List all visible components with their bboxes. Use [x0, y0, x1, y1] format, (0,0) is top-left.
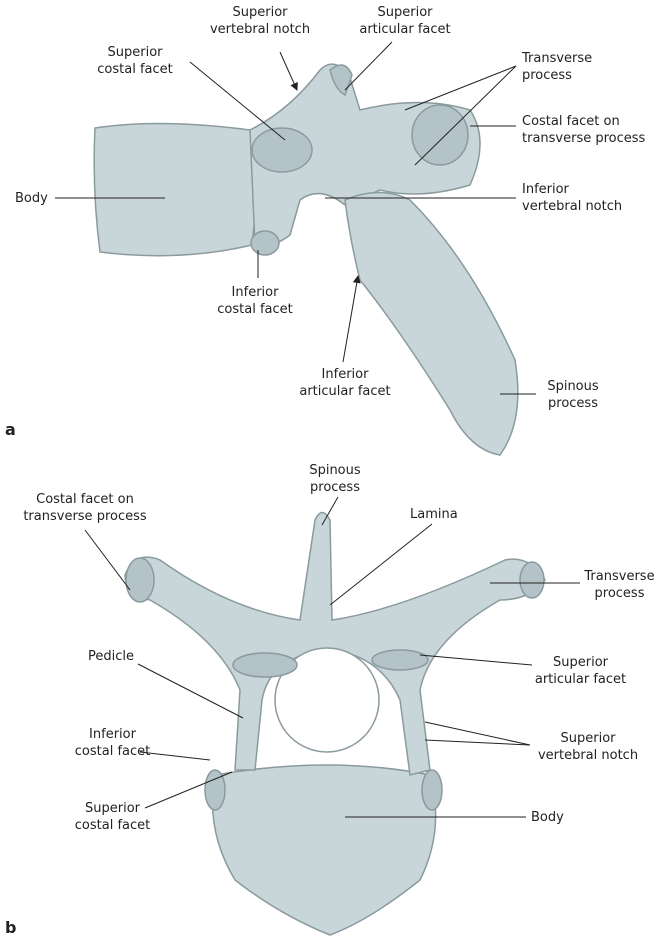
label-a-spinous-process: Spinous process [547, 379, 599, 411]
label-a-body: Body [15, 191, 48, 206]
label-b-pedicle: Pedicle [88, 649, 134, 664]
panel-label-b: b [5, 918, 17, 937]
superior-view-bone [124, 511, 546, 936]
label-a-inferior-costal-facet: Inferior costal facet [217, 285, 293, 317]
label-b-spinous-process: Spinous process [309, 463, 361, 495]
label-a-inferior-articular-facet: Inferior articular facet [299, 367, 391, 399]
label-b-lamina: Lamina [410, 507, 458, 522]
leader-lines-a [55, 41, 536, 395]
label-a-superior-vertebral-notch: Superior vertebral notch [209, 5, 311, 37]
label-b-transverse-process: Transverse process [584, 569, 655, 601]
leader-lines-b [84, 496, 580, 818]
label-b-body: Body [531, 810, 564, 825]
label-a-superior-articular-facet: Superior articular facet [359, 5, 451, 37]
label-a-superior-costal-facet: Superior costal facet [97, 45, 173, 77]
label-b-inferior-costal-facet: Inferior costal facet [74, 727, 151, 759]
label-a-inferior-vertebral-notch: Inferior vertebral notch [522, 182, 623, 214]
label-b-superior-vertebral-notch: Superior vertebral notch [537, 731, 639, 763]
label-b-superior-articular-facet: Superior articular facet [534, 655, 627, 687]
label-a-costal-facet-on-transverse-process: Costal facet on transverse process [522, 114, 646, 146]
label-a-transverse-process: Transverse process [522, 51, 593, 83]
label-b-superior-costal-facet: Superior costal facet [74, 801, 151, 833]
label-b-costal-facet-on-transverse-process: Costal facet on transverse process [23, 492, 147, 524]
lateral-view-bone [93, 63, 519, 456]
panel-label-a: a [5, 420, 16, 439]
